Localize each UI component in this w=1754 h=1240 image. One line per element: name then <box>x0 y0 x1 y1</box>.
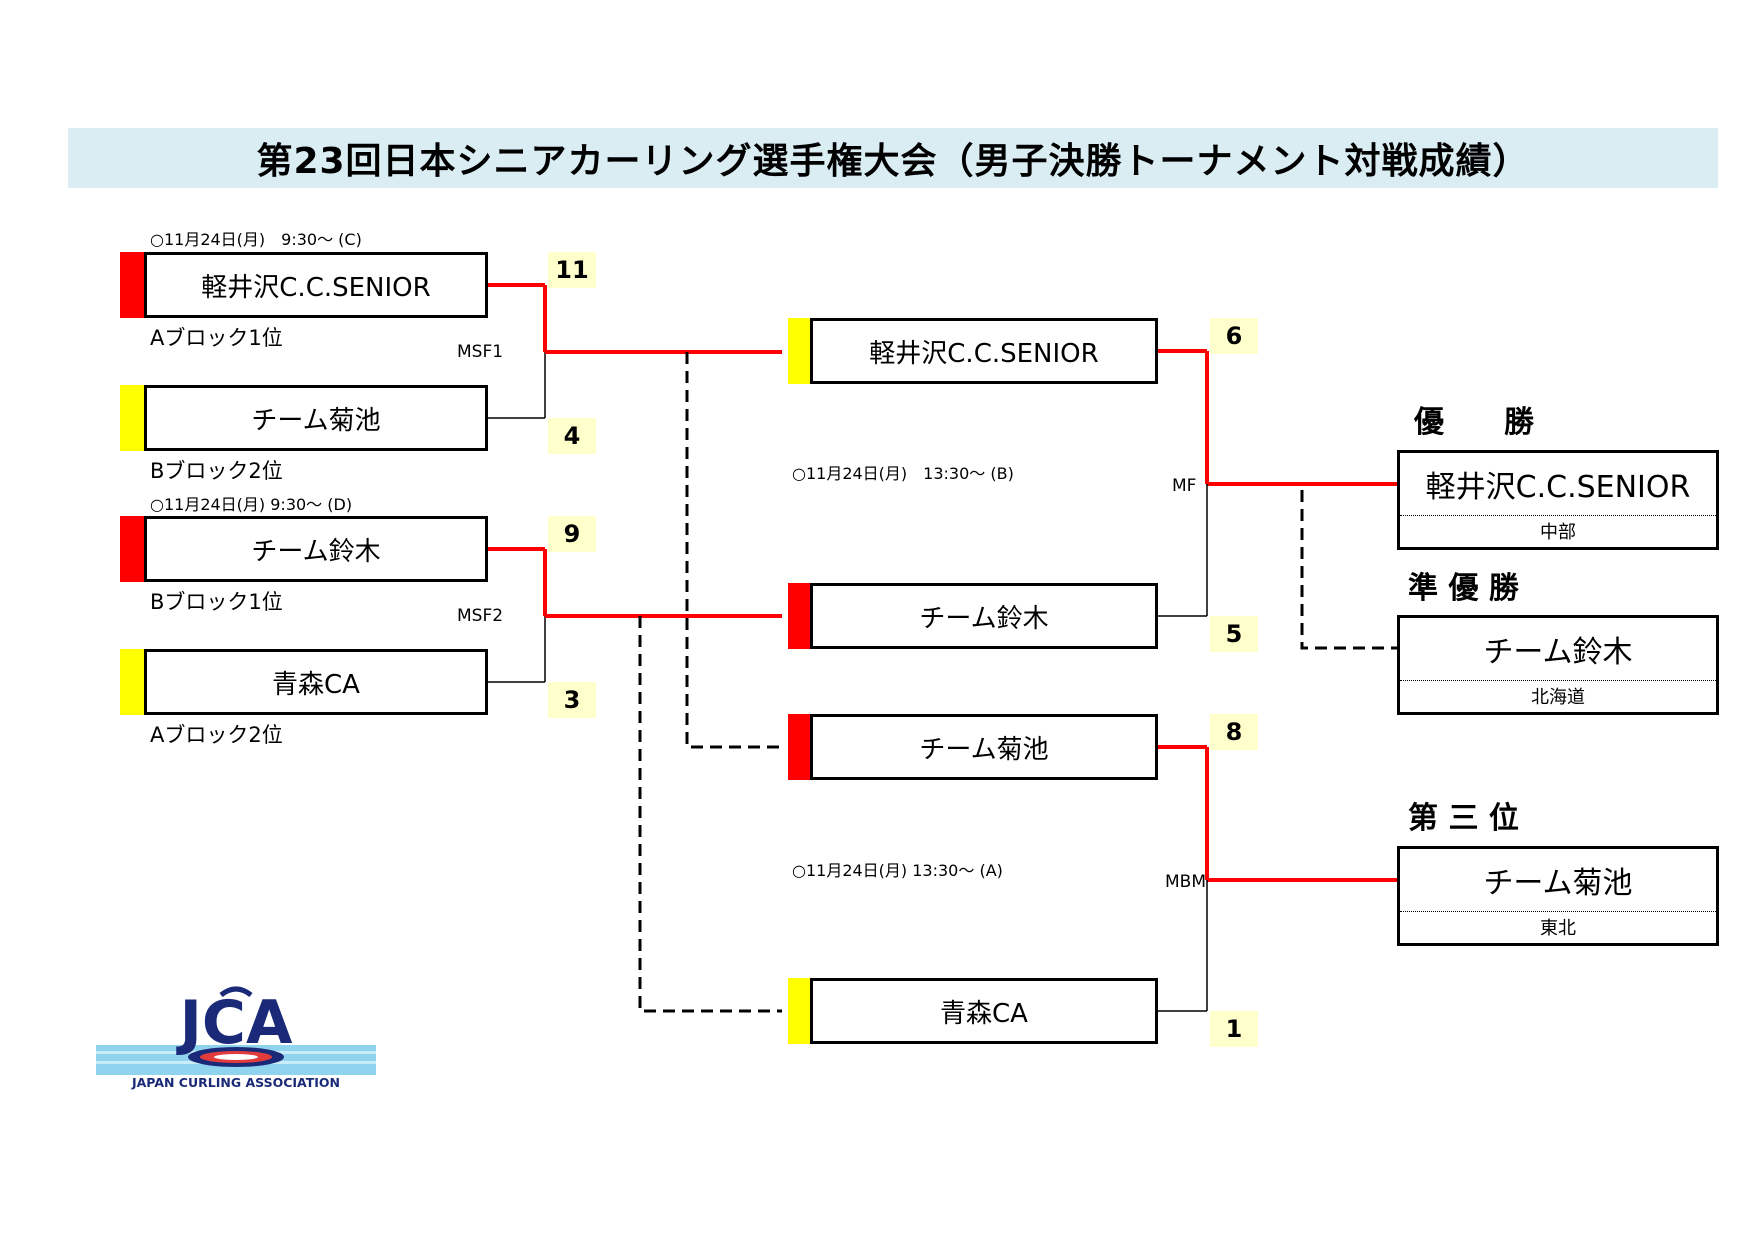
msf1-game-id: MSF1 <box>457 342 504 362</box>
msf2-game-id: MSF2 <box>457 606 504 626</box>
team-name: 青森CA <box>940 998 1028 1029</box>
msf2-team1-box[interactable]: チーム鈴木 <box>144 516 488 582</box>
msf2-team2-score: 3 <box>548 682 596 718</box>
msf1-schedule: ○11月24日(月) 9:30～ (C) <box>150 230 362 249</box>
msf1-team2-score: 4 <box>548 418 596 454</box>
team-name: チーム鈴木 <box>251 536 381 567</box>
logo-acronym: JCA <box>176 988 293 1058</box>
msf1-loser-to-bronze-line <box>685 352 782 749</box>
final-loser-to-runnerup-line <box>1300 490 1397 650</box>
logo-caption: JAPAN CURLING ASSOCIATION <box>131 1075 340 1090</box>
bronze-team1-tag <box>788 714 812 780</box>
final-team1-box[interactable]: 軽井沢C.C.SENIOR <box>810 318 1158 384</box>
runnerup-team: チーム鈴木 <box>1400 618 1716 681</box>
msf2-team1-tag <box>120 516 144 582</box>
msf2-schedule: ○11月24日(月) 9:30～ (D) <box>150 495 353 514</box>
msf1-team1-box[interactable]: 軽井沢C.C.SENIOR <box>144 252 488 318</box>
bronze-team2-score: 1 <box>1210 1011 1258 1047</box>
curling-stone-icon: JCA JAPAN CURLING ASSOCIATION <box>96 986 376 1090</box>
msf2-team1-seed: Bブロック1位 <box>150 590 283 614</box>
bronze-team1-score: 8 <box>1210 714 1258 750</box>
msf1-team1-score: 11 <box>548 252 596 288</box>
msf2-team1-score: 9 <box>548 516 596 552</box>
msf2-team2-box[interactable]: 青森CA <box>144 649 488 715</box>
bronze-team2-box[interactable]: 青森CA <box>810 978 1158 1044</box>
team-name: チーム菊池 <box>251 405 381 436</box>
runnerup-box: チーム鈴木 北海道 <box>1397 615 1719 715</box>
champion-box: 軽井沢C.C.SENIOR 中部 <box>1397 450 1719 550</box>
champion-heading: 優 勝 <box>1414 405 1534 440</box>
team-name: 青森CA <box>272 669 360 700</box>
msf2-team2-seed: Aブロック2位 <box>150 723 283 747</box>
page-title: 第23回日本シニアカーリング選手権大会（男子決勝トーナメント対戦成績） <box>256 141 1530 182</box>
bronze-schedule: ○11月24日(月) 13:30～ (A) <box>792 861 1003 880</box>
msf1-team2-tag <box>120 385 144 451</box>
third-team: チーム菊池 <box>1400 849 1716 912</box>
runnerup-region: 北海道 <box>1531 687 1585 708</box>
msf1-team1-tag <box>120 252 144 318</box>
final-team2-box[interactable]: チーム鈴木 <box>810 583 1158 649</box>
team-name: チーム菊池 <box>919 734 1049 765</box>
msf2-team2-tag <box>120 649 144 715</box>
champion-team: 軽井沢C.C.SENIOR <box>1400 453 1716 516</box>
bronze-game-id: MBM <box>1165 872 1206 892</box>
final-team2-score: 5 <box>1210 616 1258 652</box>
final-schedule: ○11月24日(月) 13:30～ (B) <box>792 464 1014 483</box>
bronze-team1-box[interactable]: チーム菊池 <box>810 714 1158 780</box>
final-game-id: MF <box>1172 476 1197 496</box>
final-team1-tag <box>788 318 812 384</box>
team-name: チーム鈴木 <box>919 603 1049 634</box>
third-heading: 第 三 位 <box>1408 801 1519 836</box>
msf1-team1-seed: Aブロック1位 <box>150 326 283 350</box>
team-name: 軽井沢C.C.SENIOR <box>201 272 431 303</box>
bronze-team2-tag <box>788 978 812 1044</box>
runnerup-heading: 準 優 勝 <box>1408 571 1519 606</box>
team-name: 軽井沢C.C.SENIOR <box>869 338 1099 369</box>
final-team1-score: 6 <box>1210 318 1258 354</box>
champion-region: 中部 <box>1540 522 1576 543</box>
jca-logo: JCA JAPAN CURLING ASSOCIATION <box>96 985 376 1090</box>
title-bar: 第23回日本シニアカーリング選手権大会（男子決勝トーナメント対戦成績） <box>68 128 1718 188</box>
msf1-team2-seed: Bブロック2位 <box>150 459 283 483</box>
msf2-loser-to-bronze-line <box>638 616 782 1013</box>
third-box: チーム菊池 東北 <box>1397 846 1719 946</box>
final-team2-tag <box>788 583 812 649</box>
third-region: 東北 <box>1540 918 1576 939</box>
msf1-team2-box[interactable]: チーム菊池 <box>144 385 488 451</box>
